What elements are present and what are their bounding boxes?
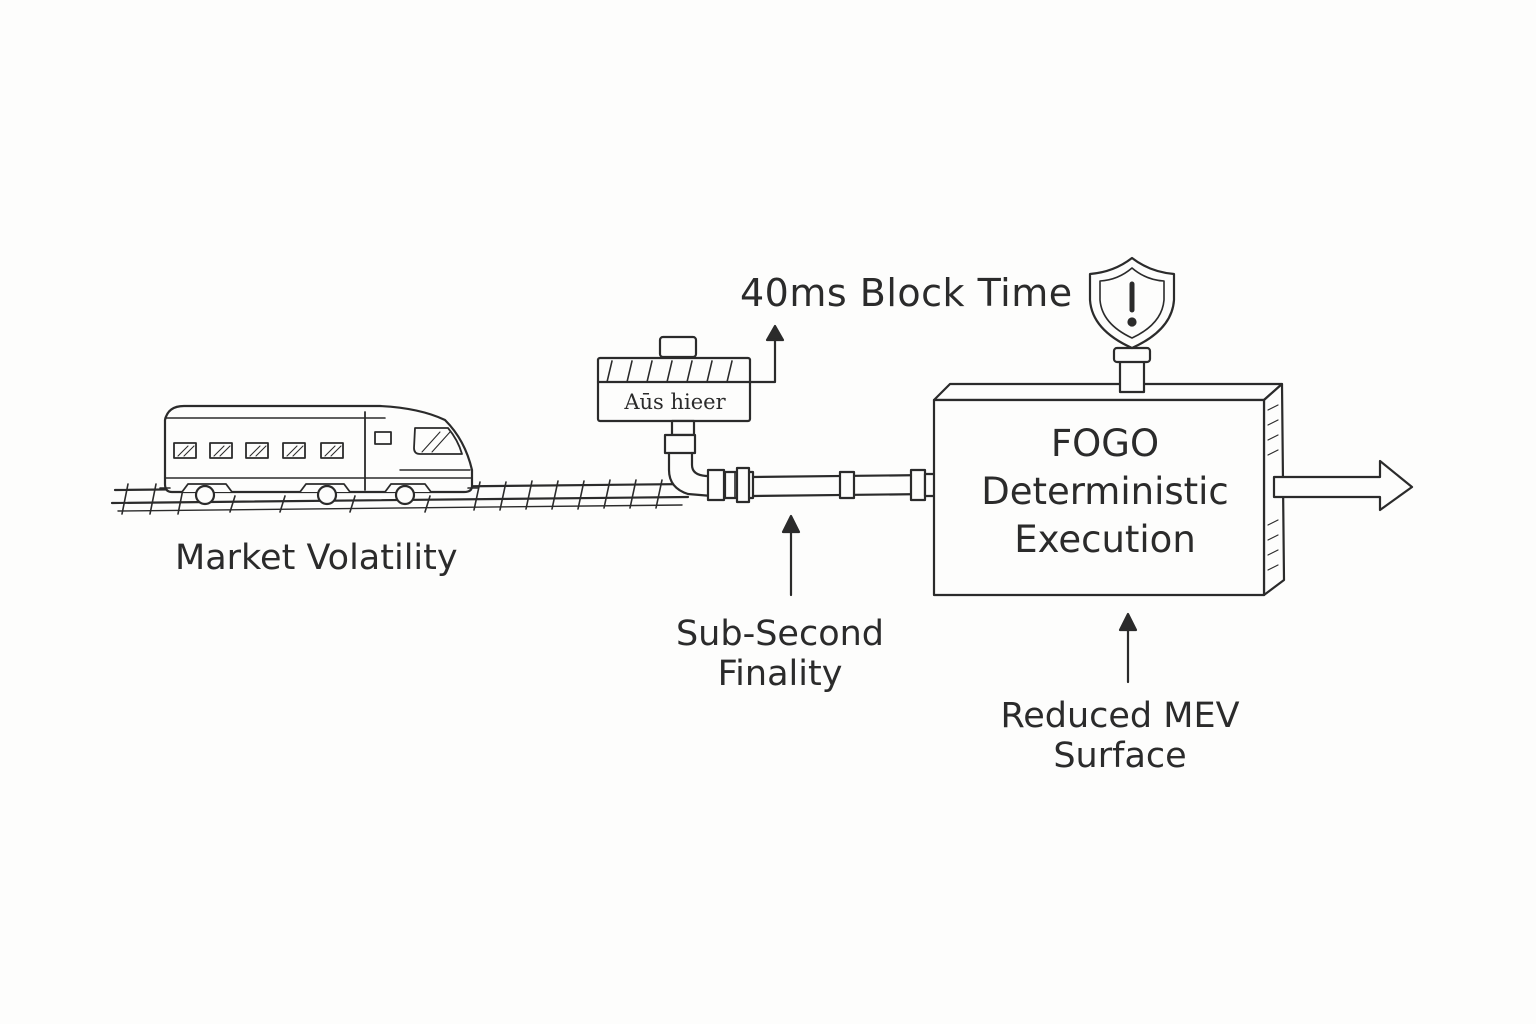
signal-box-icon [596,324,785,423]
box-line-3: Execution [1014,518,1196,562]
box-line-1: FOGO [1050,422,1160,465]
output-arrow-icon [1272,459,1414,512]
finality-line-2: Finality [717,654,843,695]
block-time-label: 40ms Block Time [740,271,1073,315]
mev-arrow [1118,612,1138,684]
finality-line-1: Sub-Second [675,614,885,654]
finality-arrow [781,514,801,597]
shield-warning-icon [1088,256,1176,394]
mev-line-2: Surface [1053,736,1187,777]
train-icon [159,404,479,506]
execution-box-label: FOGO Deterministic Execution [955,420,1255,564]
market-volatility-label: Market Volatility [175,538,458,578]
mev-line-1: Reduced MEV [1000,696,1240,736]
finality-label: Sub-Second Finality [660,614,900,695]
signal-box-label: Aūs hieer [624,390,726,414]
pipe-icon [663,419,958,504]
box-line-2: Deterministic [981,470,1229,514]
mev-label: Reduced MEV Surface [975,696,1265,777]
